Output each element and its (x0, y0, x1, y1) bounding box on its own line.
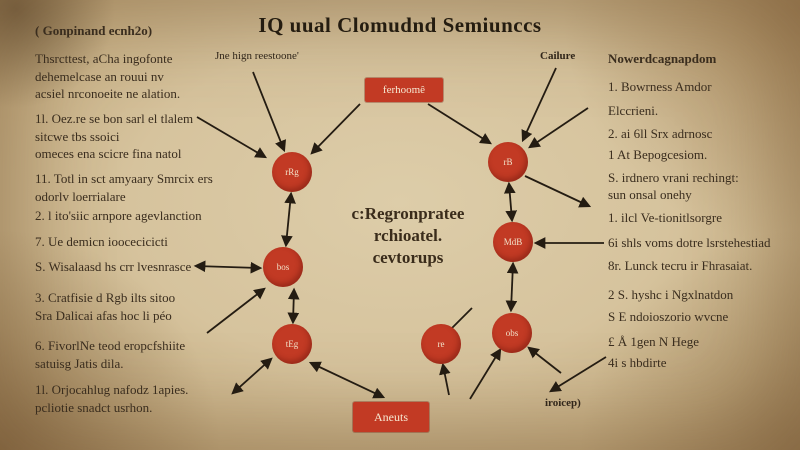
left-note: 1l. Orjocahlug nafodz 1apies. pcliotie s… (35, 382, 189, 415)
right-note: 2. ai 6ll Srx adrnosc (608, 126, 713, 141)
page-title: IQ uual Clomudnd Semiunccs (258, 13, 542, 37)
right-note: S. irdnero vrani rechingt: sun onsal one… (608, 170, 739, 202)
left-note: 6. FivorlNe teod eropcfshiite satuisg Ja… (35, 338, 186, 371)
diagram-node: bos (263, 247, 303, 287)
label-top-right: Cailure (540, 50, 576, 62)
diagram-node: re (421, 324, 461, 364)
diagram-node: obs (492, 313, 532, 353)
right-note: S E ndoioszorio wvcne (608, 309, 729, 324)
right-note: 8r. Lunck tecru ir Fhrasaiat. (608, 258, 753, 273)
diagram-node: rRg (272, 152, 312, 192)
left-column-header: ( Gonpinand ecnh2o) (35, 23, 153, 38)
left-note: S. Wisalaasd hs crr lvesnrasce (35, 259, 192, 274)
left-note: 11. Totl in sct amyaary Smrcix ers odorl… (35, 171, 213, 204)
diagram-center-label: c:Regronpratee rchioatel. cevtorups (351, 204, 465, 268)
right-note: 1. Bowrness Amdor (608, 79, 712, 94)
left-note: Thsrcttest, aCha ingofonte dehemelcase a… (35, 51, 181, 102)
right-note: Elccrieni. (608, 103, 659, 118)
diagram-bottom-box: Aneuts (353, 402, 429, 432)
right-note: 1 At Bepogcesiom. (608, 147, 708, 162)
right-note: 2 S. hyshc i Ngxlnatdon (608, 287, 734, 302)
diagram-node: tEg (272, 324, 312, 364)
diagram-top-box: ferhoomê (365, 78, 443, 102)
right-note: £ Å 1gen N Hege (608, 334, 699, 349)
label-top-left: Jne hign reestoone' (215, 50, 299, 62)
diagram-node: MdB (493, 222, 533, 262)
left-note: 2. l ito'siic arnpore agevlanction (35, 208, 202, 223)
left-note: 3. Cratfisie d Rgb ilts sitoo Sra Dalica… (35, 290, 176, 323)
right-column-header: Nowerdcagnapdom (608, 51, 717, 66)
left-note: 1l. Oez.re se bon sarl el tlalem sitcwe … (35, 111, 194, 162)
right-note: 6i shls voms dotre lsrstehestiad (608, 235, 771, 250)
diagram-node: rB (488, 142, 528, 182)
left-note: 7. Ue demicn ioocecicicti (35, 234, 168, 249)
right-note: 4i s hbdirte (608, 355, 667, 370)
label-bottom-right: iroicep) (545, 397, 581, 409)
right-note: 1. ilcl Ve-tionitlsorgre (608, 210, 722, 225)
